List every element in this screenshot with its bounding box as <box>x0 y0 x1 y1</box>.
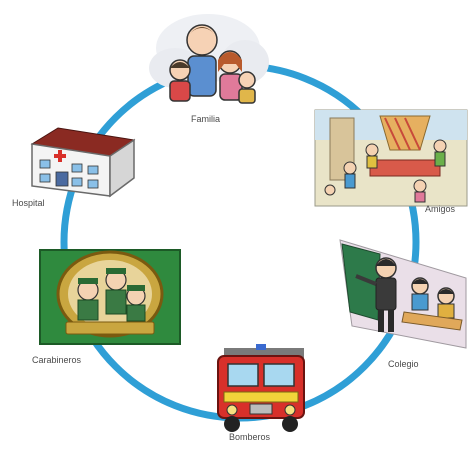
hospital-building-icon <box>30 127 136 198</box>
family-icon <box>149 14 269 104</box>
label-colegio: Colegio <box>388 359 419 369</box>
police-badge-icon <box>39 249 181 345</box>
label-familia: Familia <box>191 114 221 124</box>
label-hospital: Hospital <box>12 198 45 208</box>
classroom-icon <box>339 239 467 349</box>
friends-playing-icon <box>314 109 468 207</box>
fire-truck-icon <box>217 344 305 432</box>
label-amigos: Amigos <box>425 204 456 214</box>
label-bomberos: Bomberos <box>229 432 271 442</box>
label-carabineros: Carabineros <box>32 355 82 365</box>
